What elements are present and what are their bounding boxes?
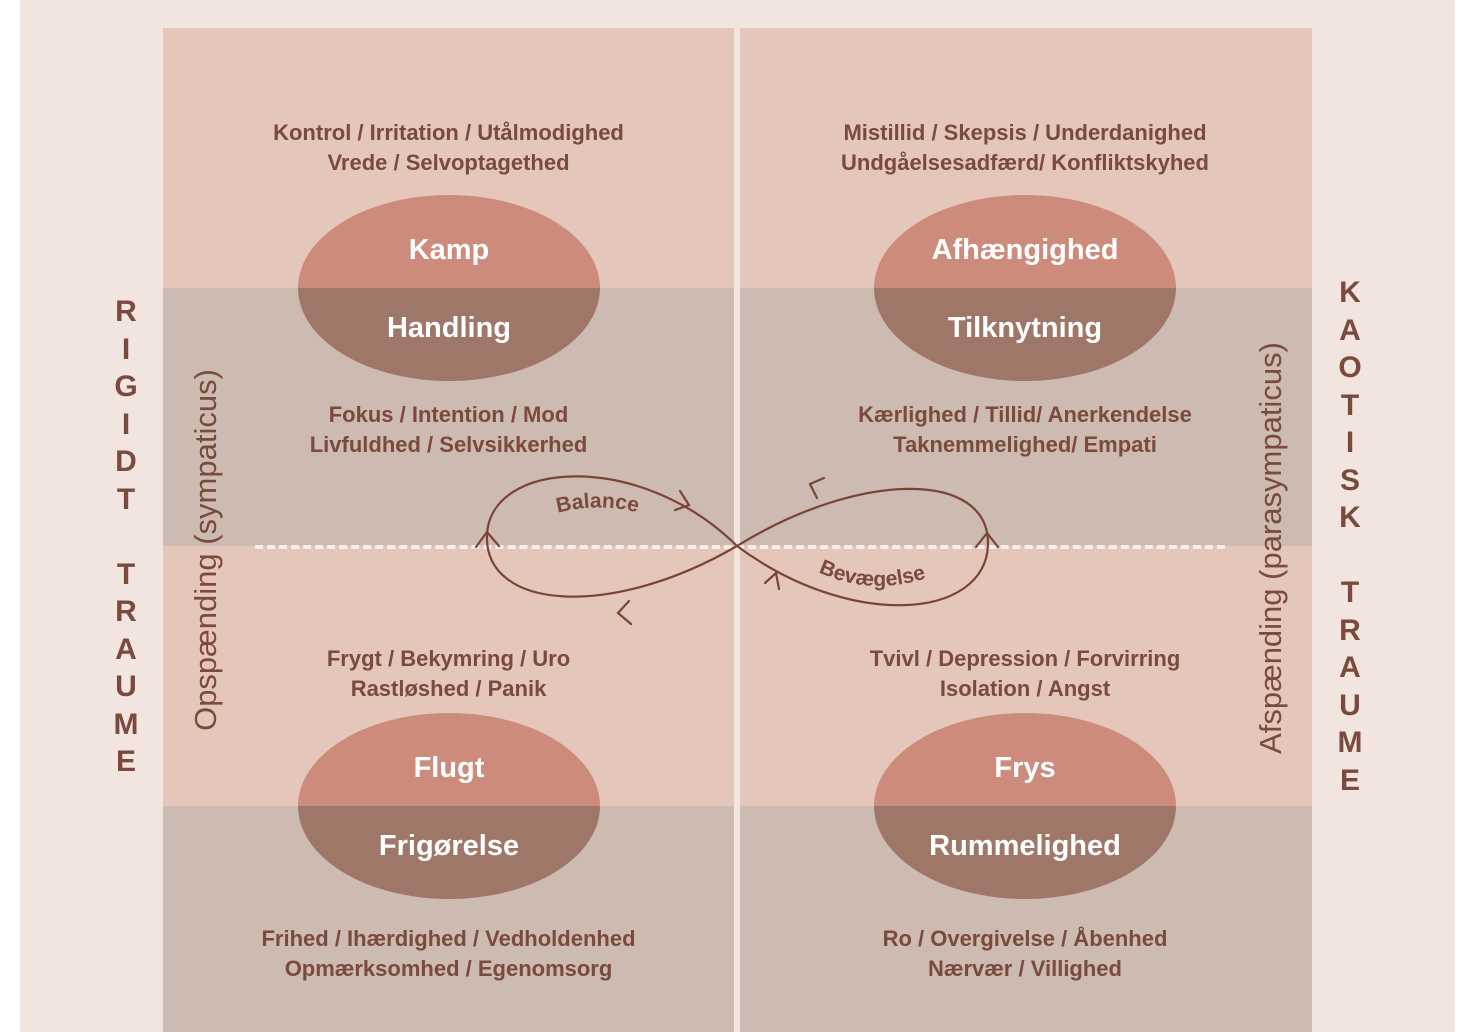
oval-bottom-half (874, 806, 1176, 899)
side-letter: E (1339, 763, 1360, 797)
oval-label-bottom: Rummelighed (929, 830, 1121, 862)
side-letter: E (115, 745, 136, 778)
side-letter: R (1339, 613, 1361, 647)
text-line: Kærlighed / Tillid/ Anerkendelse (858, 402, 1192, 427)
text-line: Frygt / Bekymring / Uro (326, 646, 571, 671)
text-line: Tvivl / Depression / Forvirring (869, 646, 1181, 671)
bottom-left-upper-text: Frygt / Bekymring / Uro Rastløshed / Pan… (163, 644, 734, 704)
oval-flugt-frigoerelse: Flugt Frigørelse (298, 713, 600, 899)
text-line: Rastløshed / Panik (350, 676, 547, 701)
side-label-rigidt-traume: R I G I D T T R A U M E (106, 293, 146, 781)
oval-label-bottom: Handling (386, 312, 512, 344)
infinity-loop-path (485, 475, 990, 607)
text-line: Mistillid / Skepsis / Underdanighed (843, 120, 1207, 145)
oval-label-top: Frys (994, 752, 1056, 784)
side-letter: T (116, 557, 136, 591)
side-letter: U (115, 670, 137, 703)
text-line: Undgåelsesadfærd/ Konfliktskyhed (841, 150, 1209, 175)
text-line: Opmærksomhed / Egenomsorg (284, 956, 613, 981)
arrow-icon (763, 570, 781, 591)
arrow-icon (673, 489, 691, 512)
oval-afhaengighed-tilknytning: Afhængighed Tilknytning (874, 195, 1176, 381)
oval-label-top: Flugt (413, 752, 485, 784)
side-letter: R (115, 595, 137, 628)
text-line: Vrede / Selvoptagethed (327, 150, 570, 175)
top-right-upper-text: Mistillid / Skepsis / Underdanighed Undg… (740, 118, 1310, 178)
side-letter: I (121, 407, 131, 441)
oval-bottom-half (874, 288, 1176, 381)
arrow-icon (974, 531, 1000, 549)
text-line: Kontrol / Irritation / Utålmodighed (273, 120, 624, 145)
bottom-right-upper-text: Tvivl / Depression / Forvirring Isolatio… (740, 644, 1310, 704)
oval-top-half (298, 713, 600, 806)
text-line: Ro / Overgivelse / Åbenhed (882, 926, 1168, 951)
infinity-label-bottom-path: Bevægelse (816, 556, 927, 592)
infinity-label-bottom: Bevægelse (816, 556, 927, 592)
text-line: Isolation / Angst (939, 676, 1111, 701)
side-letter: U (1339, 688, 1361, 722)
side-letter: A (115, 632, 137, 666)
oval-label-bottom: Tilknytning (947, 312, 1103, 344)
arrow-icon (616, 599, 633, 626)
side-letter: K (1339, 501, 1361, 534)
oval-label-top: Afhængighed (931, 234, 1119, 266)
side-letter: D (115, 445, 137, 478)
side-letter: I (1345, 426, 1355, 459)
arrow-marks (474, 476, 1000, 626)
side-letter: S (1339, 463, 1360, 497)
side-letter: R (115, 295, 137, 328)
side-letter: G (114, 370, 138, 403)
arrow-icon (474, 530, 501, 549)
text-line: Nærvær / Villighed (928, 956, 1122, 981)
top-left-lower-text: Fokus / Intention / Mod Livfuldhed / Sel… (163, 400, 734, 460)
text-line: Frihed / Ihærdighed / Vedholdenhed (261, 926, 636, 951)
side-letter: K (1339, 276, 1361, 309)
infinity-label-top-path: Balance (554, 489, 641, 517)
oval-bottom-half (298, 288, 600, 381)
infinity-label-top: Balance (554, 489, 641, 517)
top-right-lower-text: Kærlighed / Tillid/ Anerkendelse Taknemm… (740, 400, 1310, 460)
bottom-left-lower-text: Frihed / Ihærdighed / Vedholdenhed Opmær… (163, 924, 734, 984)
side-letter: T (116, 482, 136, 516)
side-label-kaotisk-traume: K A O T I S K T R A U M E (1330, 274, 1370, 799)
vertical-divider (734, 28, 740, 1032)
side-letter: I (121, 332, 131, 366)
oval-kamp-handling: Kamp Handling (298, 195, 600, 381)
side-letter: A (1339, 313, 1361, 347)
bottom-right-lower-text: Ro / Overgivelse / Åbenhed Nærvær / Vill… (740, 924, 1310, 984)
text-line: Livfuldhed / Selvsikkerhed (309, 432, 588, 457)
top-left-upper-text: Kontrol / Irritation / Utålmodighed Vred… (163, 118, 734, 178)
oval-top-half (874, 713, 1176, 806)
side-letter: M (1337, 726, 1363, 759)
side-letter: T (1340, 576, 1360, 609)
arrow-icon (808, 476, 826, 500)
text-line: Taknemmelighed/ Empati (893, 432, 1157, 457)
side-letter: T (1340, 388, 1360, 422)
oval-bottom-half (298, 806, 600, 899)
side-letter: O (1338, 351, 1362, 384)
oval-label-top: Kamp (408, 234, 490, 266)
oval-label-bottom: Frigørelse (378, 830, 520, 862)
oval-top-half (874, 195, 1176, 288)
oval-frys-rummelighed: Frys Rummelighed (874, 713, 1176, 899)
side-letter: M (113, 707, 139, 741)
side-letter: A (1339, 651, 1361, 684)
oval-top-half (298, 195, 600, 288)
text-line: Fokus / Intention / Mod (328, 402, 569, 427)
